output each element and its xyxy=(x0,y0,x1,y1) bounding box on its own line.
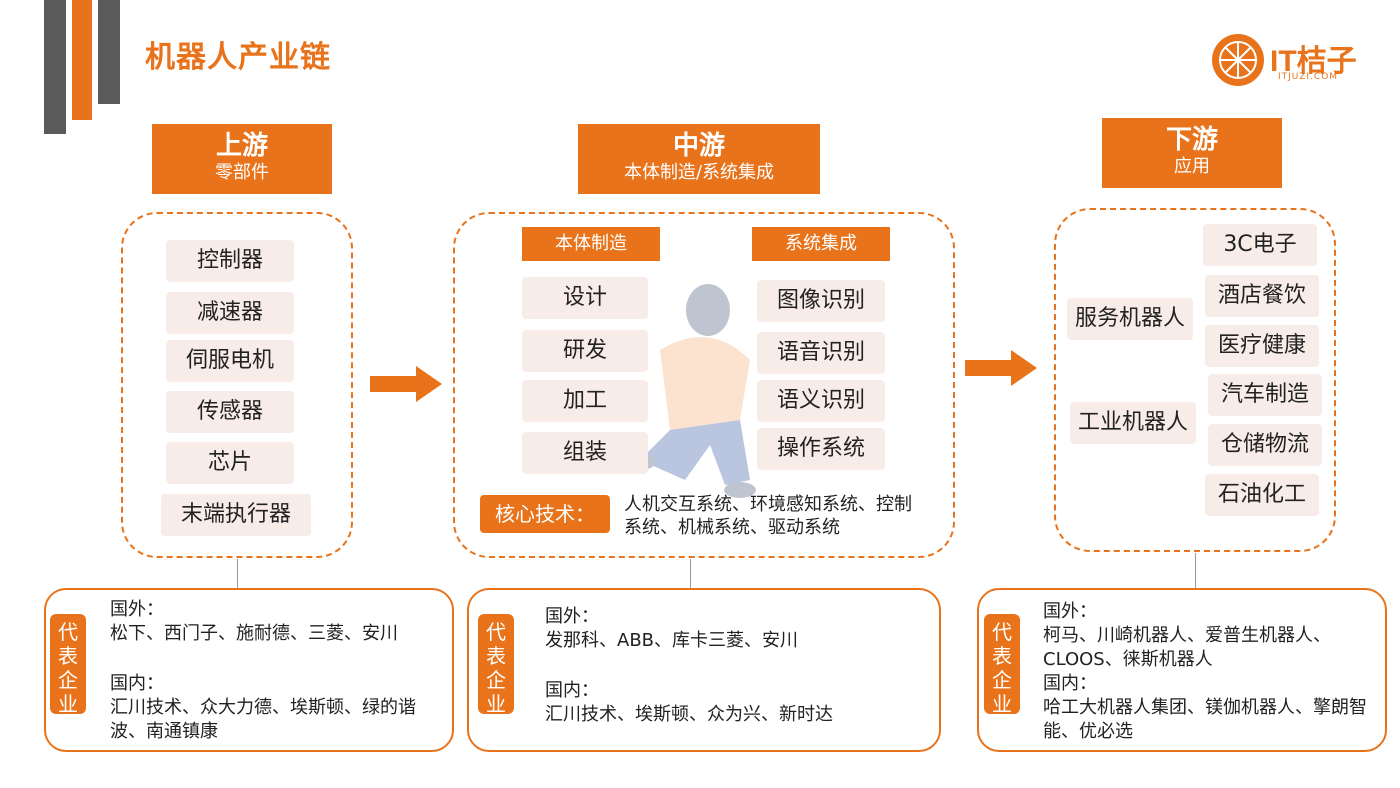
domestic-label: 国内： xyxy=(110,673,164,694)
downstream-item: 医疗健康 xyxy=(1205,325,1319,367)
midstream-col1-item: 组装 xyxy=(522,432,648,474)
upstream-rep-text: 国外： 松下、西门子、施耐德、三菱、安川 国内： 汇川技术、众大力德、埃斯顿、绿… xyxy=(110,598,445,744)
midstream-col1-item: 设计 xyxy=(522,277,648,319)
midstream-subtitle: 本体制造/系统集成 xyxy=(623,162,775,183)
upstream-item: 减速器 xyxy=(166,292,294,334)
decor-bar-orange xyxy=(72,0,92,120)
upstream-item: 末端执行器 xyxy=(161,494,311,536)
downstream-category: 工业机器人 xyxy=(1070,402,1196,444)
upstream-item: 芯片 xyxy=(166,442,294,484)
domestic-companies: 汇川技术、埃斯顿、众为兴、新时达 xyxy=(545,704,833,725)
upstream-rep-box xyxy=(44,588,454,752)
upstream-rep-tag: 代 表 企 业 xyxy=(50,614,86,716)
foreign-label: 国外： xyxy=(545,606,599,627)
downstream-item: 仓储物流 xyxy=(1208,424,1322,466)
midstream-col2-item: 语义识别 xyxy=(757,380,885,422)
midstream-col2-item: 操作系统 xyxy=(757,428,885,470)
foreign-companies: 松下、西门子、施耐德、三菱、安川 xyxy=(110,623,398,644)
midstream-rep-text: 国外： 发那科、ABB、库卡三菱、安川 国内： 汇川技术、埃斯顿、众为兴、新时达 xyxy=(545,605,925,727)
downstream-rep-text: 国外： 柯马、川崎机器人、爱普生机器人、CLOOS、徕斯机器人 国内： 哈工大机… xyxy=(1043,600,1375,744)
midstream-col2-item: 语音识别 xyxy=(757,332,885,374)
midstream-col2-head: 系统集成 xyxy=(752,227,890,261)
downstream-subtitle: 应用 xyxy=(1174,156,1210,177)
midstream-rep-tag: 代 表 企 业 xyxy=(478,614,514,716)
downstream-item: 3C电子 xyxy=(1203,224,1317,266)
decor-bar-gray-left xyxy=(44,0,66,134)
downstream-item: 酒店餐饮 xyxy=(1205,275,1319,317)
domestic-companies: 哈工大机器人集团、镁伽机器人、擎朗智能、优必选 xyxy=(1043,697,1367,742)
logo-text: IT桔子 xyxy=(1270,45,1357,78)
downstream-item: 石油化工 xyxy=(1205,474,1319,516)
midstream-header: 中游 本体制造/系统集成 xyxy=(578,124,820,194)
downstream-connector xyxy=(1195,553,1196,589)
upstream-item: 控制器 xyxy=(166,240,294,282)
downstream-rep-box xyxy=(977,588,1387,752)
logo: IT桔子 ITJUZI.COM xyxy=(1212,34,1362,90)
upstream-item: 伺服电机 xyxy=(166,340,294,382)
downstream-category: 服务机器人 xyxy=(1067,298,1193,340)
upstream-item: 传感器 xyxy=(166,391,294,433)
midstream-col1-head: 本体制造 xyxy=(522,227,660,261)
core-tech-label: 核心技术： xyxy=(480,495,610,533)
downstream-header: 下游 应用 xyxy=(1102,118,1282,188)
domestic-label: 国内： xyxy=(545,680,599,701)
foreign-label: 国外： xyxy=(110,599,164,620)
running-person-illustration xyxy=(624,284,756,498)
logo-subtext: ITJUZI.COM xyxy=(1278,72,1339,82)
midstream-col1-item: 研发 xyxy=(522,330,648,372)
core-tech-text: 人机交互系统、环境感知系统、控制系统、机械系统、驱动系统 xyxy=(624,494,912,538)
arrow-right-icon xyxy=(965,350,1037,386)
orange-logo-icon xyxy=(1212,34,1264,86)
foreign-companies: 发那科、ABB、库卡三菱、安川 xyxy=(545,630,799,651)
downstream-item: 汽车制造 xyxy=(1208,374,1322,416)
decor-bar-gray-right xyxy=(98,0,120,104)
arrow-right-icon xyxy=(370,366,442,402)
upstream-header: 上游 零部件 xyxy=(152,124,332,194)
downstream-rep-tag: 代 表 企 业 xyxy=(984,614,1020,716)
page-title: 机器人产业链 xyxy=(145,40,331,75)
midstream-rep-box xyxy=(467,588,941,752)
downstream-title: 下游 xyxy=(1165,125,1218,155)
foreign-label: 国外： xyxy=(1043,601,1097,622)
upstream-connector xyxy=(237,559,238,589)
midstream-col2-item: 图像识别 xyxy=(757,280,885,322)
midstream-col1-item: 加工 xyxy=(522,380,648,422)
midstream-connector xyxy=(690,559,691,589)
domestic-label: 国内： xyxy=(1043,673,1097,694)
midstream-title: 中游 xyxy=(672,131,725,161)
domestic-companies: 汇川技术、众大力德、埃斯顿、绿的谐波、南通镇康 xyxy=(110,697,416,742)
upstream-title: 上游 xyxy=(215,131,268,161)
foreign-companies: 柯马、川崎机器人、爱普生机器人、CLOOS、徕斯机器人 xyxy=(1043,625,1331,670)
upstream-subtitle: 零部件 xyxy=(215,162,269,183)
